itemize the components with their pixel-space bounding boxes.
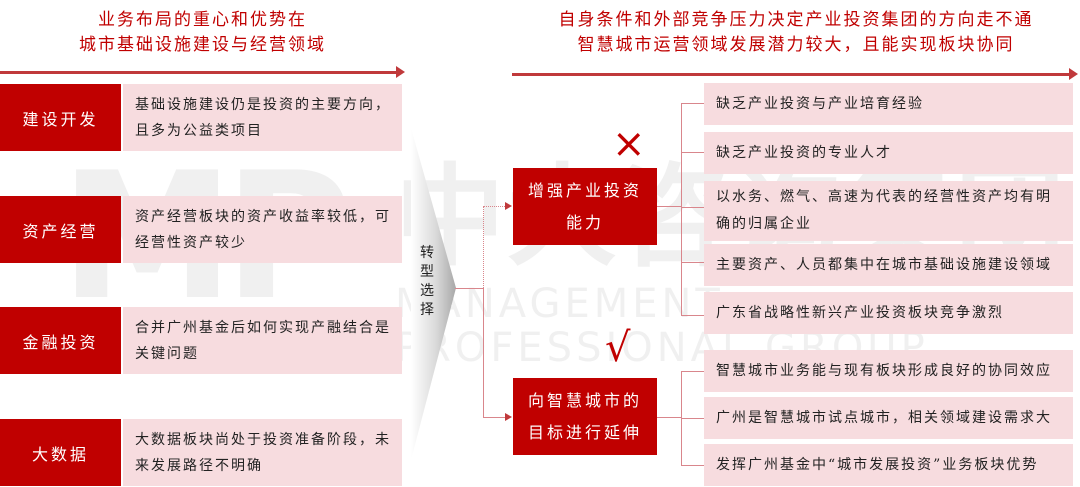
left-arrow-line — [0, 71, 396, 74]
connector-arrow-icon — [505, 202, 512, 210]
reason-item: 缺乏产业投资与产业培育经验 — [704, 83, 1073, 125]
reason-item: 智慧城市业务能与现有板块形成良好的协同效应 — [704, 350, 1073, 392]
business-description: 基础设施建设仍是投资的主要方向，且多为公益类项目 — [123, 84, 402, 151]
left-header-line2: 城市基础设施建设与经营领域 — [79, 35, 326, 55]
connector — [681, 103, 704, 104]
connector — [681, 152, 704, 153]
connector — [657, 417, 681, 418]
business-description: 合并广州基金后如何实现产融结合是关键问题 — [123, 307, 402, 374]
business-label: 资产经营 — [0, 196, 121, 263]
verdict-cross-icon: × — [612, 121, 646, 167]
reason-item: 以水务、燃气、高速为代表的经营性资产均有明确的归属企业 — [704, 181, 1073, 241]
right-header-line2: 智慧城市运营领域发展潜力较大，且能实现板块协同 — [577, 35, 1015, 55]
connector — [483, 206, 485, 288]
option-enhance-investment: 增强产业投资能力 — [513, 168, 657, 245]
left-header: 业务布局的重心和优势在 城市基础设施建设与经营领域 — [0, 8, 405, 58]
connector — [483, 288, 484, 417]
reason-item: 缺乏产业投资的专业人才 — [704, 132, 1073, 174]
reason-item: 发挥广州基金中“城市发展投资”业务板块优势 — [704, 444, 1073, 486]
connector — [657, 206, 681, 207]
connector — [681, 315, 704, 316]
connector — [455, 288, 483, 289]
connector — [681, 371, 704, 372]
connector — [483, 206, 505, 208]
connector-arrow-icon — [505, 413, 512, 421]
business-description: 大数据板块尚处于投资准备阶段，未来发展路径不明确 — [123, 419, 402, 486]
left-header-line1: 业务布局的重心和优势在 — [98, 10, 307, 30]
right-arrow-head-icon — [1069, 68, 1078, 80]
left-arrow-head-icon — [396, 66, 405, 78]
right-header: 自身条件和外部竞争压力决定产业投资集团的方向走不通 智慧城市运营领域发展潜力较大… — [512, 8, 1080, 58]
right-header-line1: 自身条件和外部竞争压力决定产业投资集团的方向走不通 — [558, 10, 1034, 30]
connector — [483, 417, 505, 418]
reason-item: 广东省战略性新兴产业投资板块竞争激烈 — [704, 292, 1073, 334]
business-label: 金融投资 — [0, 307, 121, 374]
connector — [681, 465, 704, 466]
reason-item: 主要资产、人员都集中在城市基础设施建设领域 — [704, 244, 1073, 286]
connector — [681, 207, 704, 208]
bracket — [681, 103, 682, 315]
right-arrow-line — [512, 73, 1070, 76]
connector — [681, 418, 704, 419]
transition-chevron-icon — [411, 128, 456, 460]
business-label: 建设开发 — [0, 84, 121, 151]
option-smart-city: 向智慧城市的目标进行延伸 — [513, 378, 657, 455]
verdict-check-icon: √ — [605, 325, 631, 371]
connector — [681, 262, 704, 263]
business-description: 资产经营板块的资产收益率较低，可经营性资产较少 — [123, 196, 402, 263]
reason-item: 广州是智慧城市试点城市，相关领域建设需求大 — [704, 397, 1073, 439]
business-label: 大数据 — [0, 419, 121, 486]
transition-label: 转型选择 — [420, 245, 434, 318]
